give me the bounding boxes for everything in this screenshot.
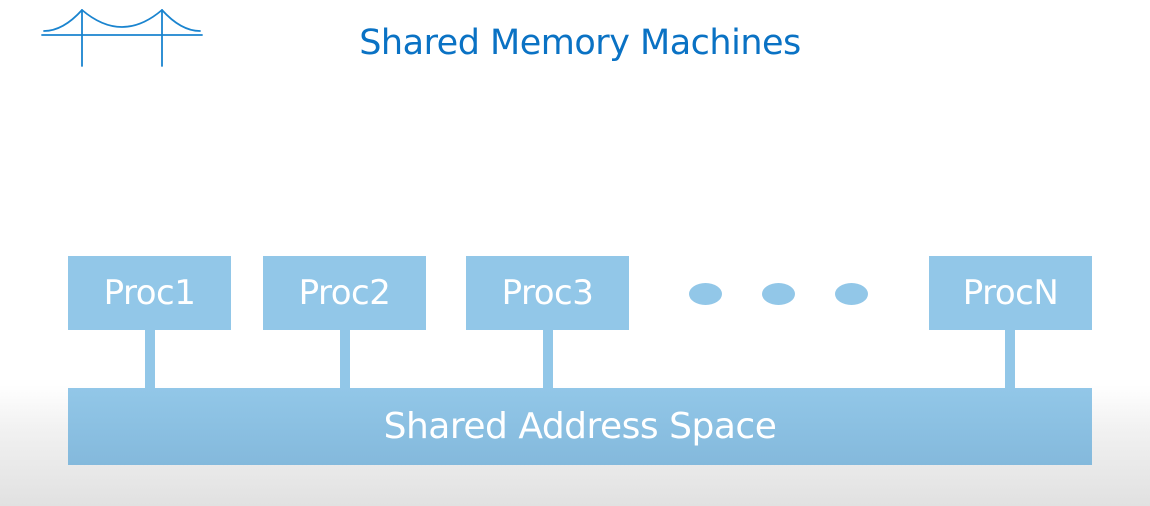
- connector-procn: [1005, 330, 1015, 388]
- slide-title: Shared Memory Machines: [359, 23, 801, 63]
- processor-box-proc2: Proc2: [263, 256, 426, 330]
- connector-proc2: [340, 330, 350, 388]
- processor-box-proc3: Proc3: [466, 256, 629, 330]
- connector-proc3: [543, 330, 553, 388]
- ellipsis-dot: [689, 283, 722, 305]
- ellipsis-dot: [835, 283, 868, 305]
- connector-proc1: [145, 330, 155, 388]
- processor-box-procn: ProcN: [929, 256, 1092, 330]
- processor-box-proc1: Proc1: [68, 256, 231, 330]
- bridge-logo-icon: [41, 9, 203, 67]
- shared-address-space-bar: Shared Address Space: [68, 388, 1092, 465]
- ellipsis-dot: [762, 283, 795, 305]
